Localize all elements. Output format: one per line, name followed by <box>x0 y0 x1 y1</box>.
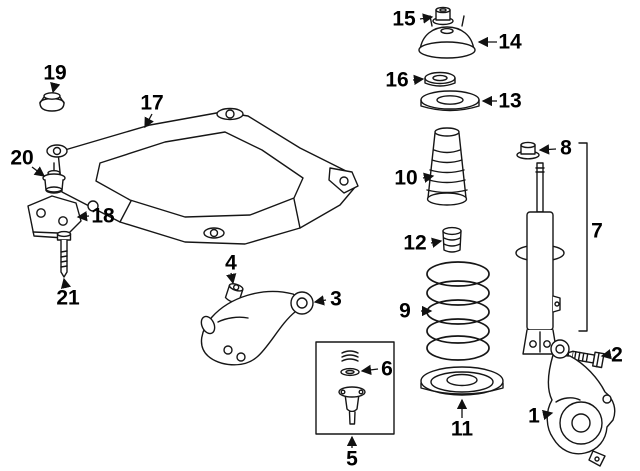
leader-6 <box>360 364 379 376</box>
strut-mount-nut-drawing <box>432 6 454 26</box>
callout-8: 8 <box>560 137 572 160</box>
callout-20: 20 <box>10 147 33 170</box>
callout-3: 3 <box>330 288 342 311</box>
leader-4 <box>226 272 237 285</box>
callout-5: 5 <box>346 448 358 471</box>
leader-15 <box>419 13 434 24</box>
callout-7: 7 <box>591 220 603 243</box>
front-crossmember-drawing <box>46 107 359 245</box>
callout-15: 15 <box>392 8 416 31</box>
spring-bumper-drawing <box>442 226 462 253</box>
coil-spring-drawing <box>426 261 490 361</box>
strut-assembly-bracket <box>578 142 588 332</box>
callout-14: 14 <box>498 31 522 54</box>
callout-13: 13 <box>498 90 521 113</box>
callout-19: 19 <box>43 62 66 85</box>
leader-18 <box>76 210 90 222</box>
callout-16: 16 <box>385 69 408 92</box>
dust-shield-drawing <box>426 127 468 206</box>
strut-mount-drawing <box>418 15 476 59</box>
leader-17 <box>144 113 154 129</box>
leader-1 <box>541 409 554 421</box>
brace-bracket-drawing <box>27 195 82 239</box>
steering-knuckle-drawing <box>546 339 616 467</box>
leader-2 <box>600 349 612 360</box>
callout-10: 10 <box>394 167 417 190</box>
callout-6: 6 <box>381 358 393 381</box>
callout-1: 1 <box>528 405 540 428</box>
lower-spring-insulator-drawing <box>420 366 504 396</box>
leader-10 <box>422 172 435 183</box>
crossmember-insulator-drawing <box>42 162 66 194</box>
callout-9: 9 <box>399 300 411 323</box>
upper-spring-seat-drawing <box>420 90 480 112</box>
mount-bolt-drawing <box>56 230 72 278</box>
callout-21: 21 <box>56 287 80 310</box>
callout-12: 12 <box>403 232 426 255</box>
callout-2: 2 <box>611 344 623 367</box>
callout-18: 18 <box>91 205 115 228</box>
strut-drawing <box>515 162 565 355</box>
ball-joint-kit-box <box>315 341 395 435</box>
callout-11: 11 <box>451 418 474 441</box>
callout-4: 4 <box>225 252 237 275</box>
leader-12 <box>430 237 443 248</box>
leader-20 <box>31 166 46 177</box>
leader-8 <box>538 144 557 155</box>
leader-21 <box>60 277 72 290</box>
leader-19 <box>50 81 61 94</box>
leader-3 <box>313 295 327 306</box>
leader-16 <box>412 74 425 86</box>
body-mount-cushion-drawing <box>39 92 65 112</box>
callout-17: 17 <box>140 92 163 115</box>
strut-rod-nut-drawing <box>516 141 540 160</box>
lower-control-arm-drawing <box>200 290 314 366</box>
strut-bearing-drawing <box>424 71 456 87</box>
ball-joint-drawing <box>338 350 366 425</box>
